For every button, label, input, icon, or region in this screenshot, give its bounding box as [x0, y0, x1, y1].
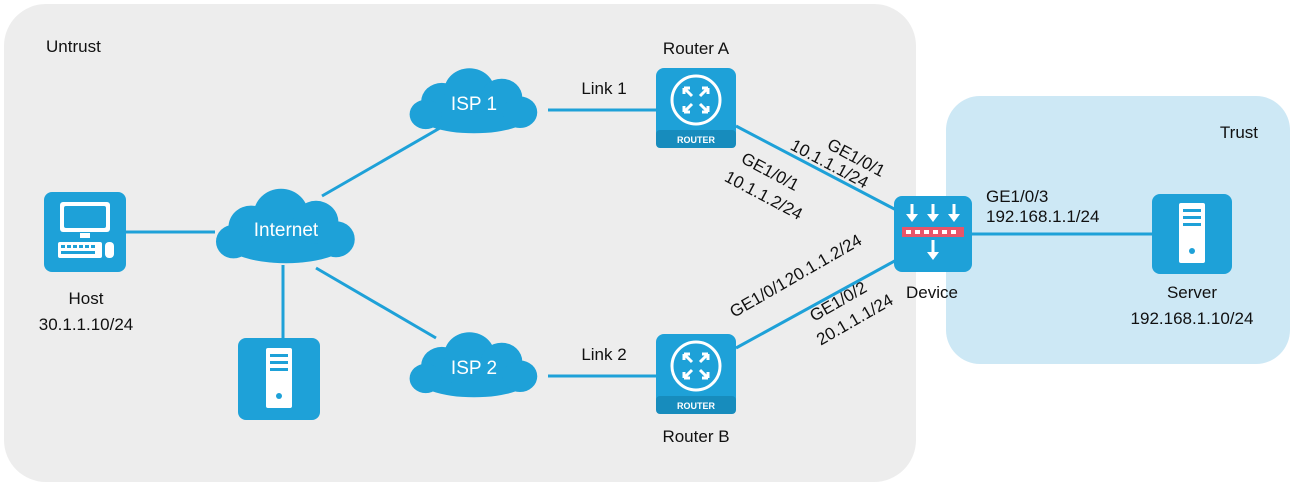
internet-server-icon [238, 338, 320, 420]
link-internet-isp2 [315, 266, 437, 340]
link2-label: Link 2 [581, 345, 626, 364]
zone-trust [946, 96, 1290, 364]
host-ip: 30.1.1.10/24 [39, 315, 134, 334]
router-b-badge: ROUTER [677, 401, 716, 411]
zone-untrust-label: Untrust [46, 37, 101, 56]
server-ip: 192.168.1.10/24 [1131, 309, 1254, 328]
router-a-icon: ROUTER [656, 68, 736, 148]
internet-label: Internet [254, 220, 319, 241]
router-a-name: Router A [663, 39, 730, 58]
link-internet-isp1 [321, 126, 441, 198]
device-interface-3: GE1/0/3 [986, 187, 1048, 206]
link-routerb-device [735, 256, 901, 350]
links [126, 108, 1152, 378]
link-routera-device [735, 124, 901, 214]
device-name: Device [906, 283, 958, 302]
server-name: Server [1167, 283, 1217, 302]
host-name: Host [69, 289, 104, 308]
device-ip-3: 192.168.1.1/24 [986, 207, 1099, 226]
host-icon [44, 192, 126, 272]
isp2-label: ISP 2 [451, 358, 497, 379]
isp1-label: ISP 1 [451, 94, 497, 115]
router-b-name: Router B [662, 427, 729, 446]
zone-trust-label: Trust [1220, 123, 1258, 142]
link1-label: Link 1 [581, 79, 626, 98]
firewall-device-icon [894, 196, 972, 272]
trust-server-icon [1152, 194, 1232, 274]
router-b-icon: ROUTER [656, 334, 736, 414]
router-a-badge: ROUTER [677, 135, 716, 145]
